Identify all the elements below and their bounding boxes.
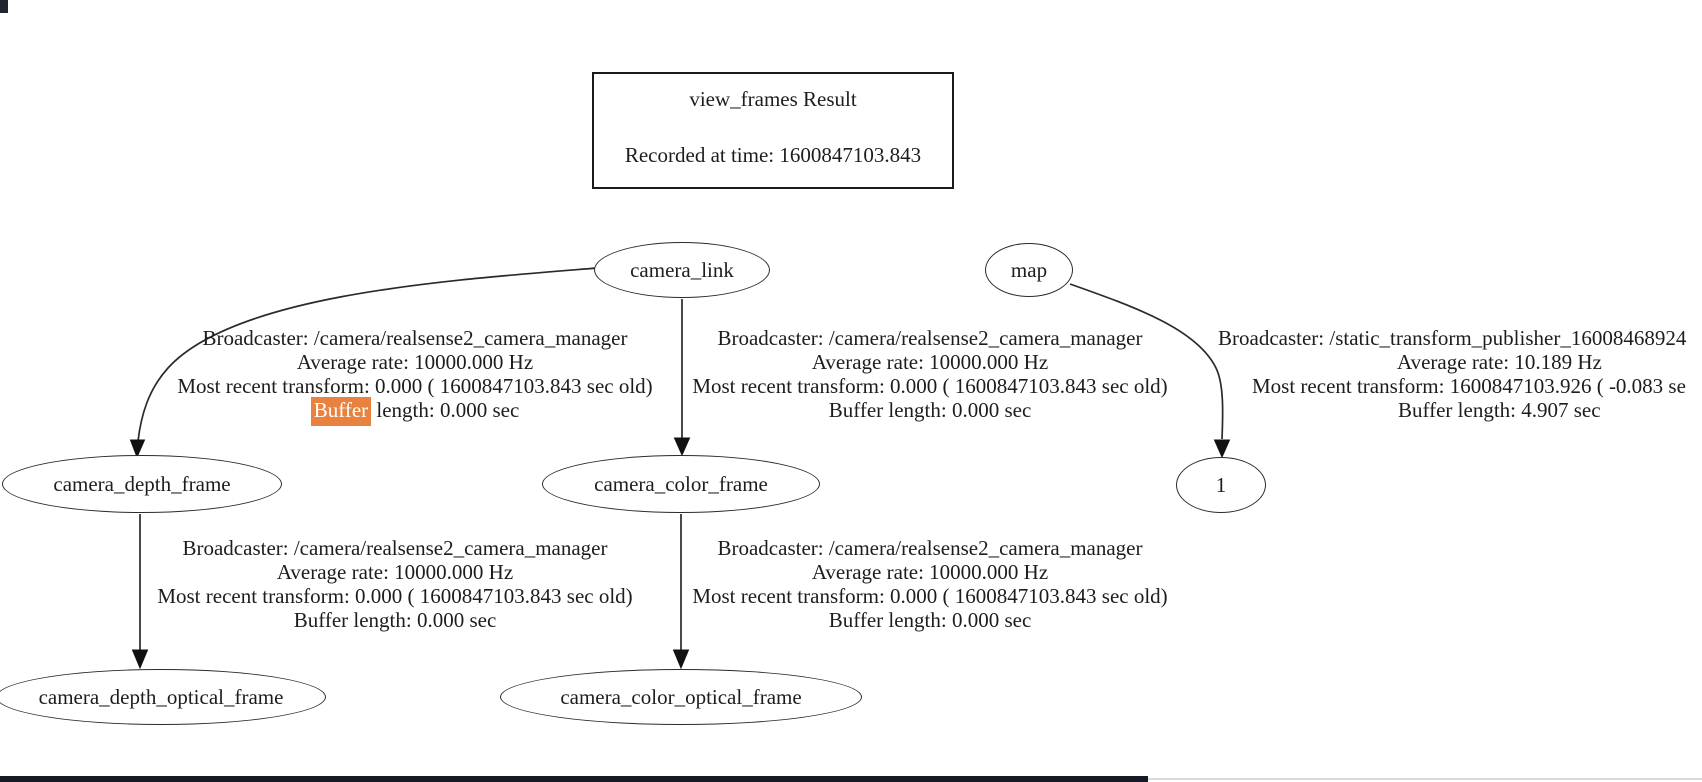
recorded-at-time: Recorded at time: 1600847103.843 (624, 143, 922, 167)
edge-label-depth-to-optical: Broadcaster: /camera/realsense2_camera_m… (120, 536, 670, 632)
corner-artifact (0, 0, 8, 13)
node-camera-color-optical-frame: camera_color_optical_frame (500, 669, 862, 725)
edge-label-average-rate: Average rate: 10.189 Hz (1397, 350, 1602, 374)
edge-label-buffer-length-rest: length: 0.000 sec (371, 398, 520, 422)
edge-label-average-rate: Average rate: 10000.000 Hz (296, 350, 534, 374)
edge-label-broadcaster: Broadcaster: /static_transform_publisher… (1218, 326, 1687, 350)
edge-label-broadcaster: Broadcaster: /camera/realsense2_camera_m… (202, 326, 628, 350)
edge-label-buffer-length: Buffer length: 4.907 sec (1398, 398, 1601, 422)
edge-label-link-to-depth: Broadcaster: /camera/realsense2_camera_m… (140, 326, 690, 426)
edge-label-link-to-color: Broadcaster: /camera/realsense2_camera_m… (655, 326, 1205, 422)
edge-label-broadcaster: Broadcaster: /camera/realsense2_camera_m… (717, 326, 1143, 350)
arrowhead-camera-color-optical-frame (672, 649, 690, 670)
node-camera-depth-frame-label: camera_depth_frame (53, 471, 231, 496)
node-camera-link: camera_link (594, 242, 770, 298)
node-camera-depth-optical-frame-label: camera_depth_optical_frame (38, 684, 284, 709)
node-camera-color-optical-frame-label: camera_color_optical_frame (560, 684, 802, 709)
arrowhead-camera-color-frame (673, 437, 691, 457)
node-camera-depth-optical-frame: camera_depth_optical_frame (0, 669, 326, 725)
node-1-label: 1 (1215, 472, 1227, 497)
edge-label-broadcaster: Broadcaster: /camera/realsense2_camera_m… (182, 536, 608, 560)
node-map: map (985, 243, 1073, 297)
node-map-label: map (1010, 257, 1048, 282)
edge-label-most-recent-transform: Most recent transform: 1600847103.926 ( … (1252, 374, 1686, 398)
arrowhead-1 (1213, 439, 1231, 459)
bottom-window-edge (0, 776, 1148, 782)
title-box: view_frames Result Recorded at time: 160… (592, 72, 954, 189)
edge-label-most-recent-transform: Most recent transform: 0.000 ( 160084710… (692, 584, 1168, 608)
node-1: 1 (1176, 457, 1266, 513)
edge-label-most-recent-transform: Most recent transform: 0.000 ( 160084710… (177, 374, 653, 398)
edge-label-buffer-length: Buffer length: 0.000 sec (828, 608, 1032, 632)
edge-label-most-recent-transform: Most recent transform: 0.000 ( 160084710… (157, 584, 633, 608)
node-camera-color-frame-label: camera_color_frame (594, 471, 768, 496)
arrowhead-camera-depth-optical-frame (131, 649, 149, 670)
edge-label-color-to-optical: Broadcaster: /camera/realsense2_camera_m… (655, 536, 1205, 632)
edge-label-average-rate: Average rate: 10000.000 Hz (811, 350, 1049, 374)
edge-label-buffer-length: Buffer length: 0.000 sec (828, 398, 1032, 422)
edge-label-broadcaster: Broadcaster: /camera/realsense2_camera_m… (717, 536, 1143, 560)
edge-label-buffer-length: Buffer length: 0.000 sec (140, 397, 690, 426)
node-camera-color-frame: camera_color_frame (542, 455, 820, 513)
node-camera-link-label: camera_link (630, 257, 734, 282)
edge-label-average-rate: Average rate: 10000.000 Hz (276, 560, 514, 584)
diagram-title: view_frames Result (689, 87, 857, 111)
edge-label-average-rate: Average rate: 10000.000 Hz (811, 560, 1049, 584)
node-camera-depth-frame: camera_depth_frame (2, 455, 282, 513)
edge-label-most-recent-transform: Most recent transform: 0.000 ( 160084710… (692, 374, 1168, 398)
edge-label-buffer-length: Buffer length: 0.000 sec (293, 608, 497, 632)
bottom-hairline (1148, 778, 1702, 780)
search-highlight: Buffer (310, 397, 372, 426)
